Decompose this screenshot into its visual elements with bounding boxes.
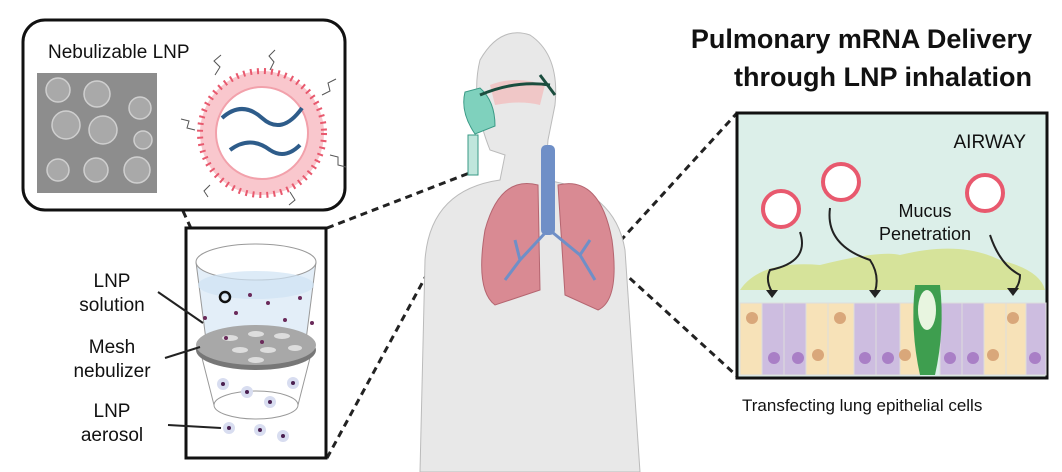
label-line: nebulizer <box>73 361 151 382</box>
label-line: aerosol <box>80 425 144 446</box>
airway-panel <box>735 111 1049 380</box>
figure-title: Pulmonary mRNA Delivery through LNP inha… <box>691 20 1032 96</box>
label-line: solution <box>79 295 145 316</box>
label-line: LNP <box>93 401 131 422</box>
human-figure <box>419 32 641 472</box>
title-line-2: through LNP inhalation <box>734 62 1032 92</box>
mucus-penetration-label: Mucus Penetration <box>870 200 980 246</box>
lnp-diagram <box>180 49 347 206</box>
airway-label: AIRWAY <box>953 132 1027 153</box>
epithelial-cells <box>739 285 1047 376</box>
label-mesh-nebulizer: Mesh nebulizer <box>42 336 182 384</box>
label-lnp-solution: LNP solution <box>42 270 182 318</box>
left-lung <box>481 183 541 306</box>
lnp-particles <box>761 162 1005 229</box>
trachea <box>541 145 555 235</box>
label-line: LNP <box>93 271 131 292</box>
mucus-penetration-arrows <box>766 207 1022 293</box>
nebulizer-panel <box>157 226 328 460</box>
airway-caption: Transfecting lung epithelial cells <box>742 396 983 415</box>
label-lnp-aerosol: LNP aerosol <box>42 400 182 448</box>
title-line-1: Pulmonary mRNA Delivery <box>690 24 1032 54</box>
lnp-panel-title: Nebulizable LNP <box>48 42 190 63</box>
label-line: Mesh <box>88 337 136 358</box>
label-line: Penetration <box>878 224 972 244</box>
nebulizable-lnp-panel: Nebulizable LNP <box>21 18 347 212</box>
label-line: Mucus <box>898 201 952 221</box>
